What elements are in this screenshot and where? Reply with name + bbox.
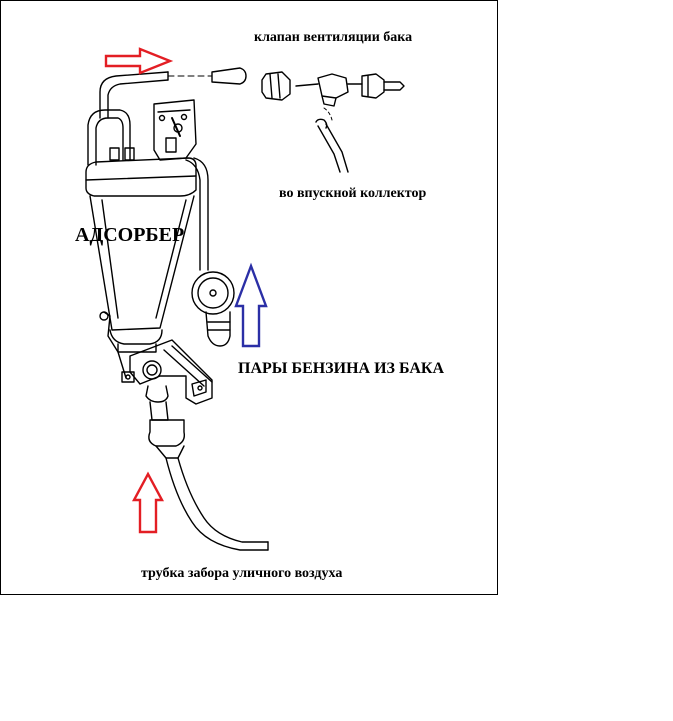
blue-arrow-up-icon (234, 262, 268, 348)
outside-air-pipe-label: трубка забора уличного воздуха (141, 566, 343, 581)
red-arrow-right-icon (104, 47, 174, 75)
red-arrow-up-icon (131, 471, 165, 534)
adsorber-diagram (85, 47, 405, 551)
air-intake-pipe (145, 385, 269, 551)
intake-manifold-label: во впускной коллектор (279, 186, 427, 201)
top-vent-hose (99, 71, 213, 119)
side-vapor-hose (185, 157, 209, 271)
left-fitting (99, 311, 135, 383)
lower-bracket (129, 339, 213, 405)
canister-bracket (153, 99, 197, 161)
intake-manifold-hose (315, 107, 349, 173)
adsorber-canister (85, 157, 197, 353)
fuel-vapors-label: ПАРЫ БЕНЗИНА ИЗ БАКА (238, 360, 445, 377)
adsorber-label: АДСОРБЕР (75, 224, 185, 246)
upper-loop-pipes (87, 109, 135, 166)
vapor-inlet-connector (191, 271, 235, 347)
tank-vent-valve-label: клапан вентиляции бака (254, 30, 413, 45)
tank-vent-valve-assembly (211, 67, 405, 107)
